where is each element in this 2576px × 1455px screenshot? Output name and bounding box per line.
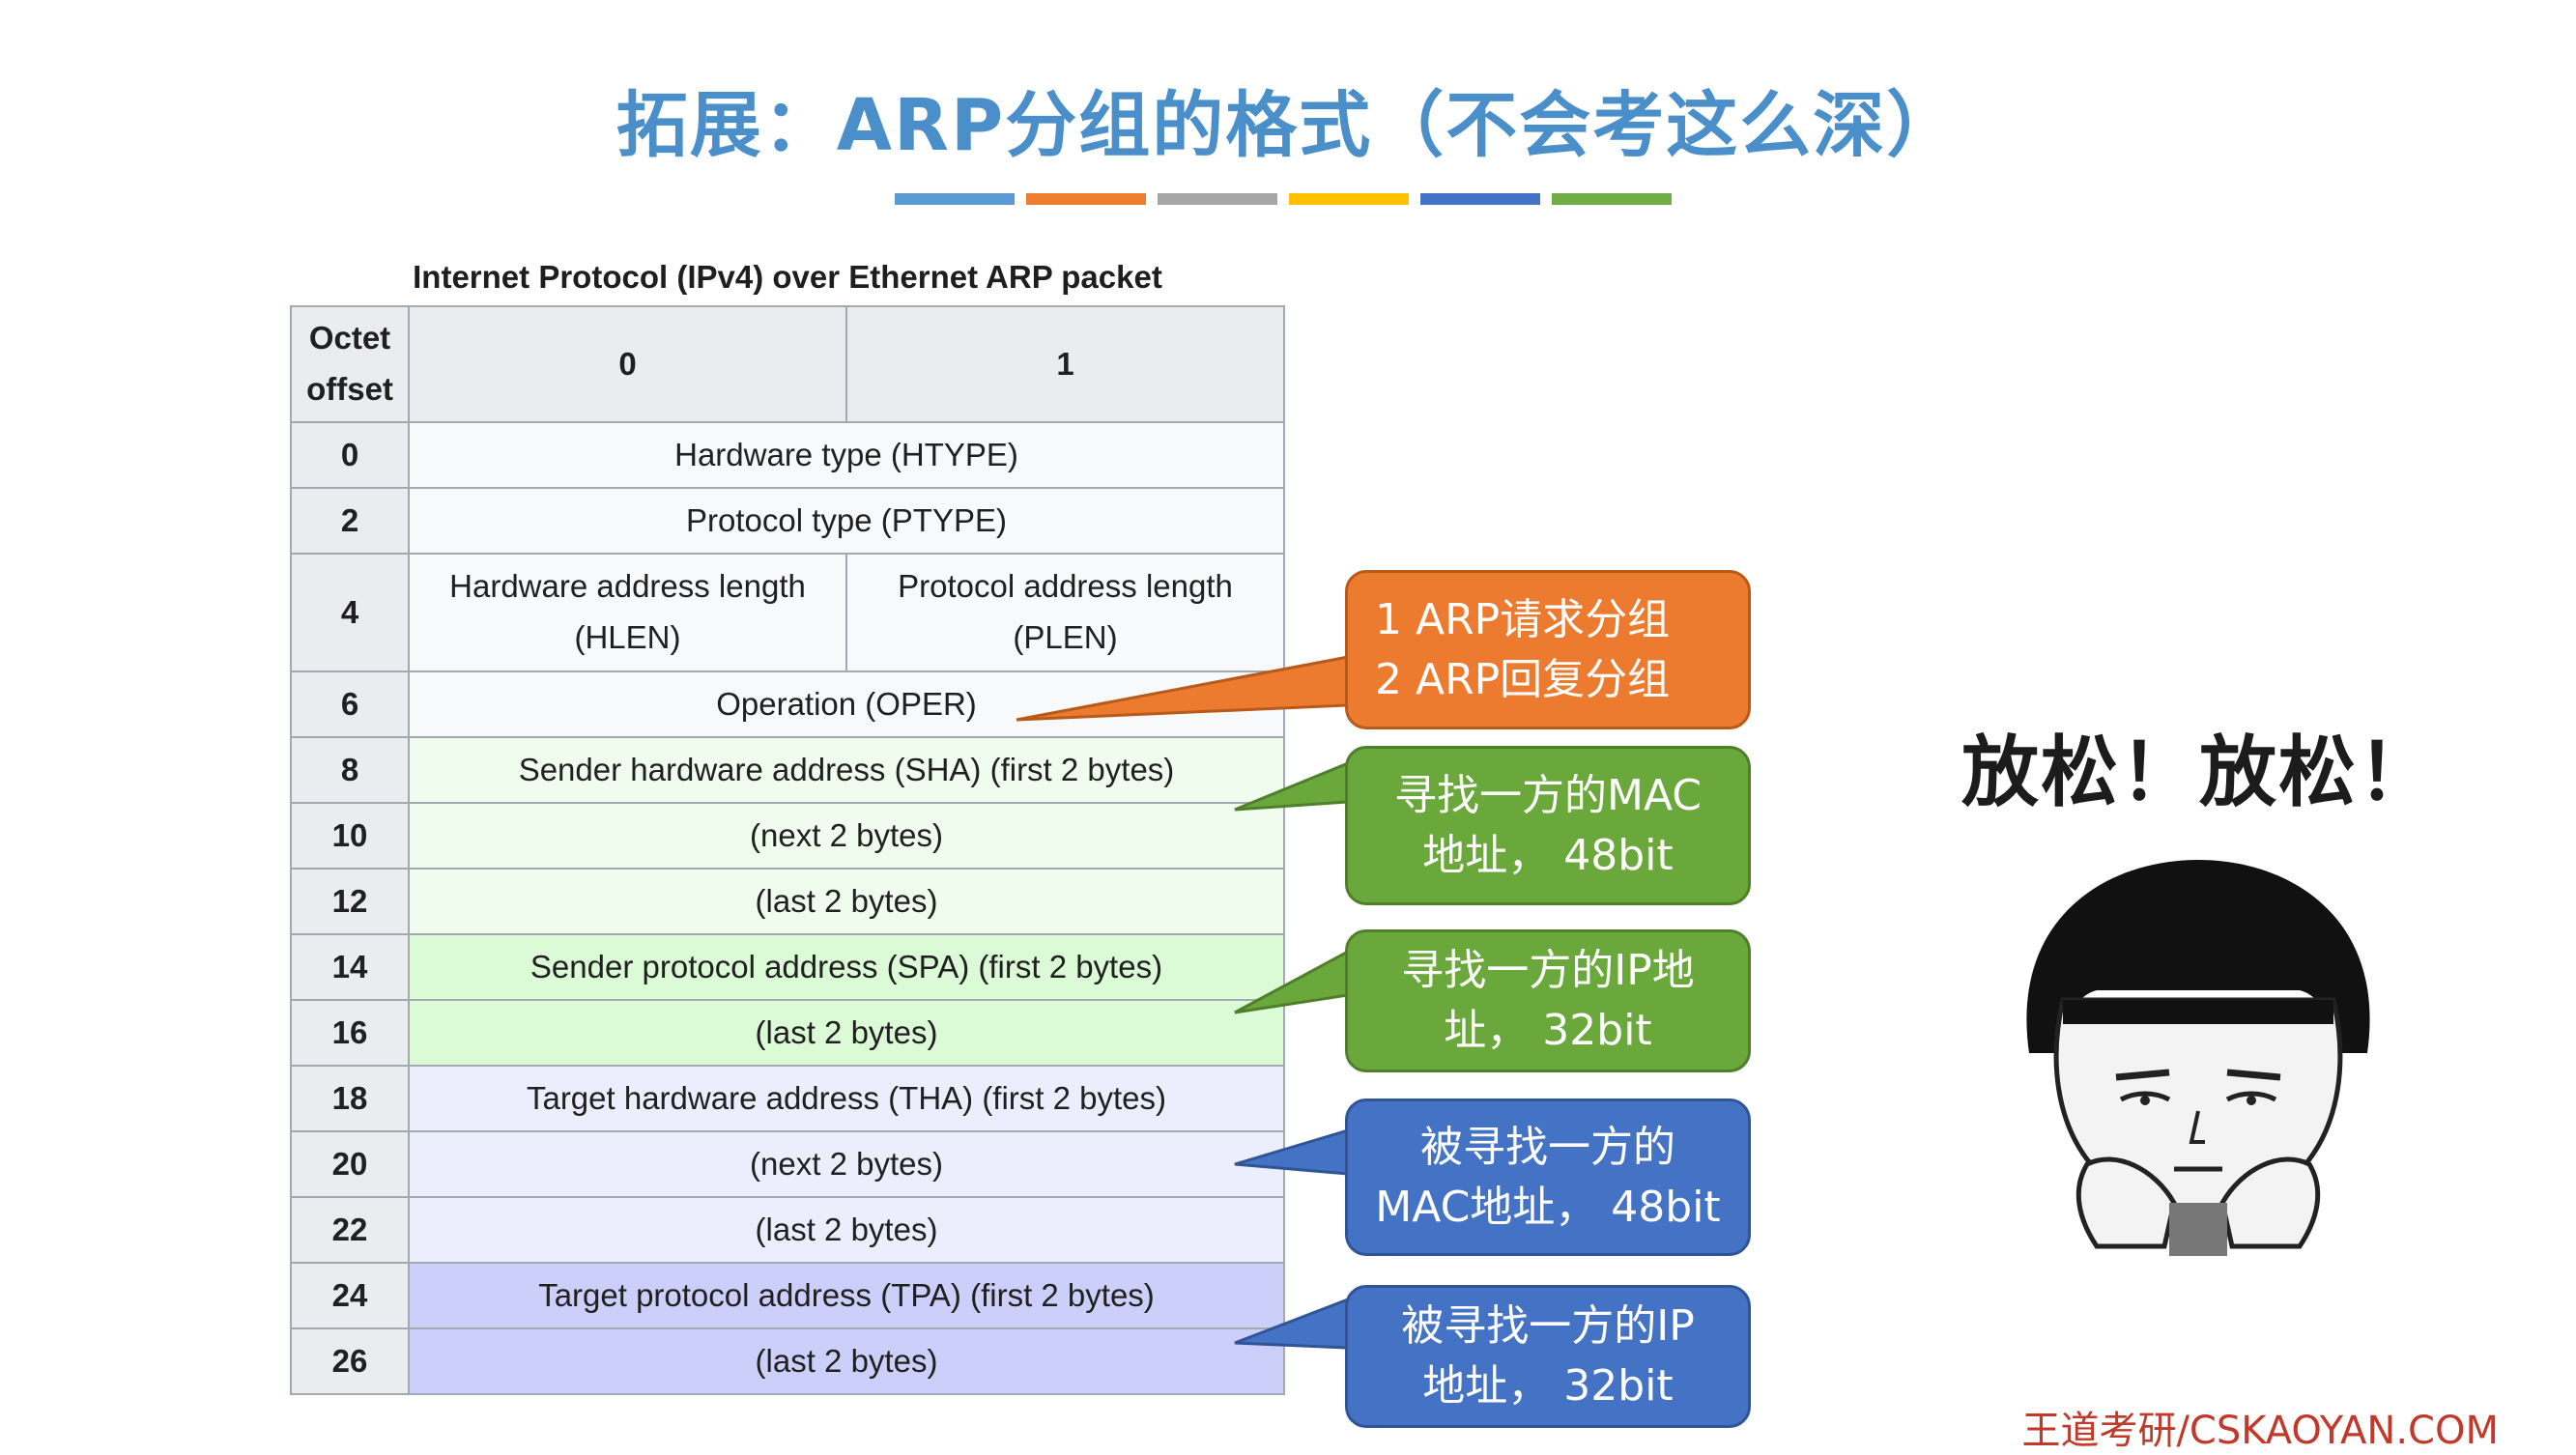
accent-swatch xyxy=(1552,193,1672,205)
table-row: 24 Target protocol address (TPA) (first … xyxy=(290,1262,1285,1329)
table-row: 6 Operation (OPER) xyxy=(290,670,1285,738)
table-row: 16 (last 2 bytes) xyxy=(290,999,1285,1067)
accent-swatch xyxy=(1420,193,1540,205)
callout-line: 2 ARP回复分组 xyxy=(1375,654,1671,704)
row-field: Sender hardware address (SHA) (first 2 b… xyxy=(408,736,1285,804)
table-row: 20 (next 2 bytes) xyxy=(290,1130,1285,1198)
cartoon-face-icon xyxy=(2026,860,2370,1256)
header-octet-offset: Octet offset xyxy=(290,305,410,423)
row-offset: 20 xyxy=(290,1130,410,1198)
table-row: 8 Sender hardware address (SHA) (first 2… xyxy=(290,736,1285,804)
row-field: Target hardware address (THA) (first 2 b… xyxy=(408,1065,1285,1132)
row-offset: 18 xyxy=(290,1065,410,1132)
row-offset: 10 xyxy=(290,802,410,870)
row-field: Target protocol address (TPA) (first 2 b… xyxy=(408,1262,1285,1329)
brand-footer: 王道考研/CSKAOYAN.COM xyxy=(2021,1409,2499,1453)
arp-packet-table: Octet offset 0 1 0 Hardware type (HTYPE)… xyxy=(290,305,1285,1395)
table-row: 14 Sender protocol address (SPA) (first … xyxy=(290,933,1285,1001)
row-offset: 16 xyxy=(290,999,410,1067)
callout-target-mac: 被寻找一方的 MAC地址， 48bit xyxy=(1345,1098,1751,1256)
table-row: 22 (last 2 bytes) xyxy=(290,1196,1285,1264)
row-offset: 8 xyxy=(290,736,410,804)
row-field: (last 2 bytes) xyxy=(408,1327,1285,1395)
callout-line: 地址， 48bit xyxy=(1422,830,1674,880)
callout-line: 1 ARP请求分组 xyxy=(1375,594,1671,644)
callout-line: 址， 32bit xyxy=(1444,1006,1652,1055)
callout-sender-mac: 寻找一方的MAC 地址， 48bit xyxy=(1345,746,1751,905)
row-offset: 22 xyxy=(290,1196,410,1264)
row-field: Operation (OPER) xyxy=(408,670,1285,738)
callout-line: MAC地址， 48bit xyxy=(1375,1182,1721,1232)
row-offset: 24 xyxy=(290,1262,410,1329)
table-caption: Internet Protocol (IPv4) over Ethernet A… xyxy=(413,259,1162,295)
table-row: 2 Protocol type (PTYPE) xyxy=(290,487,1285,555)
callout-target-ip: 被寻找一方的IP 地址， 32bit xyxy=(1345,1285,1751,1428)
row-field: Protocol type (PTYPE) xyxy=(408,487,1285,555)
row-field: Sender protocol address (SPA) (first 2 b… xyxy=(408,933,1285,1001)
row-field: (next 2 bytes) xyxy=(408,802,1285,870)
table-row: 26 (last 2 bytes) xyxy=(290,1327,1285,1395)
callout-line: 寻找一方的IP地 xyxy=(1401,946,1695,996)
row-field-hlen: Hardware address length (HLEN) xyxy=(408,553,847,672)
row-field: (last 2 bytes) xyxy=(408,868,1285,935)
row-offset: 0 xyxy=(290,421,410,489)
table-row: 0 Hardware type (HTYPE) xyxy=(290,421,1285,489)
table-row: 4 Hardware address length (HLEN) Protoco… xyxy=(290,553,1285,672)
callout-line: 被寻找一方的 xyxy=(1420,1122,1675,1172)
table-row: 12 (last 2 bytes) xyxy=(290,868,1285,935)
row-field-plen: Protocol address length (PLEN) xyxy=(845,553,1285,672)
callout-line: 寻找一方的MAC xyxy=(1393,770,1702,820)
callout-operation: 1 ARP请求分组 2 ARP回复分组 xyxy=(1345,570,1751,729)
accent-swatch xyxy=(895,193,1015,205)
table-row: 10 (next 2 bytes) xyxy=(290,802,1285,870)
callout-sender-ip: 寻找一方的IP地 址， 32bit xyxy=(1345,929,1751,1072)
callout-line: 被寻找一方的IP xyxy=(1401,1301,1695,1352)
table-header-row: Octet offset 0 1 xyxy=(290,305,1285,423)
row-field: Hardware type (HTYPE) xyxy=(408,421,1285,489)
row-offset: 4 xyxy=(290,553,410,672)
callout-line: 地址， 32bit xyxy=(1422,1361,1674,1411)
accent-swatch xyxy=(1026,193,1146,205)
header-col-0: 0 xyxy=(408,305,847,423)
accent-color-bar xyxy=(895,193,1672,205)
accent-swatch xyxy=(1289,193,1409,205)
row-field: (last 2 bytes) xyxy=(408,999,1285,1067)
accent-swatch xyxy=(1158,193,1277,205)
table-row: 18 Target hardware address (THA) (first … xyxy=(290,1065,1285,1132)
header-col-1: 1 xyxy=(845,305,1285,423)
row-field: (last 2 bytes) xyxy=(408,1196,1285,1264)
row-offset: 2 xyxy=(290,487,410,555)
row-offset: 6 xyxy=(290,670,410,738)
row-offset: 12 xyxy=(290,868,410,935)
row-field: (next 2 bytes) xyxy=(408,1130,1285,1198)
slide-title: 拓展：ARP分组的格式（不会考这么深） xyxy=(615,84,1961,167)
row-offset: 14 xyxy=(290,933,410,1001)
relax-caption: 放松！放松！ xyxy=(1961,728,2437,817)
row-offset: 26 xyxy=(290,1327,410,1395)
